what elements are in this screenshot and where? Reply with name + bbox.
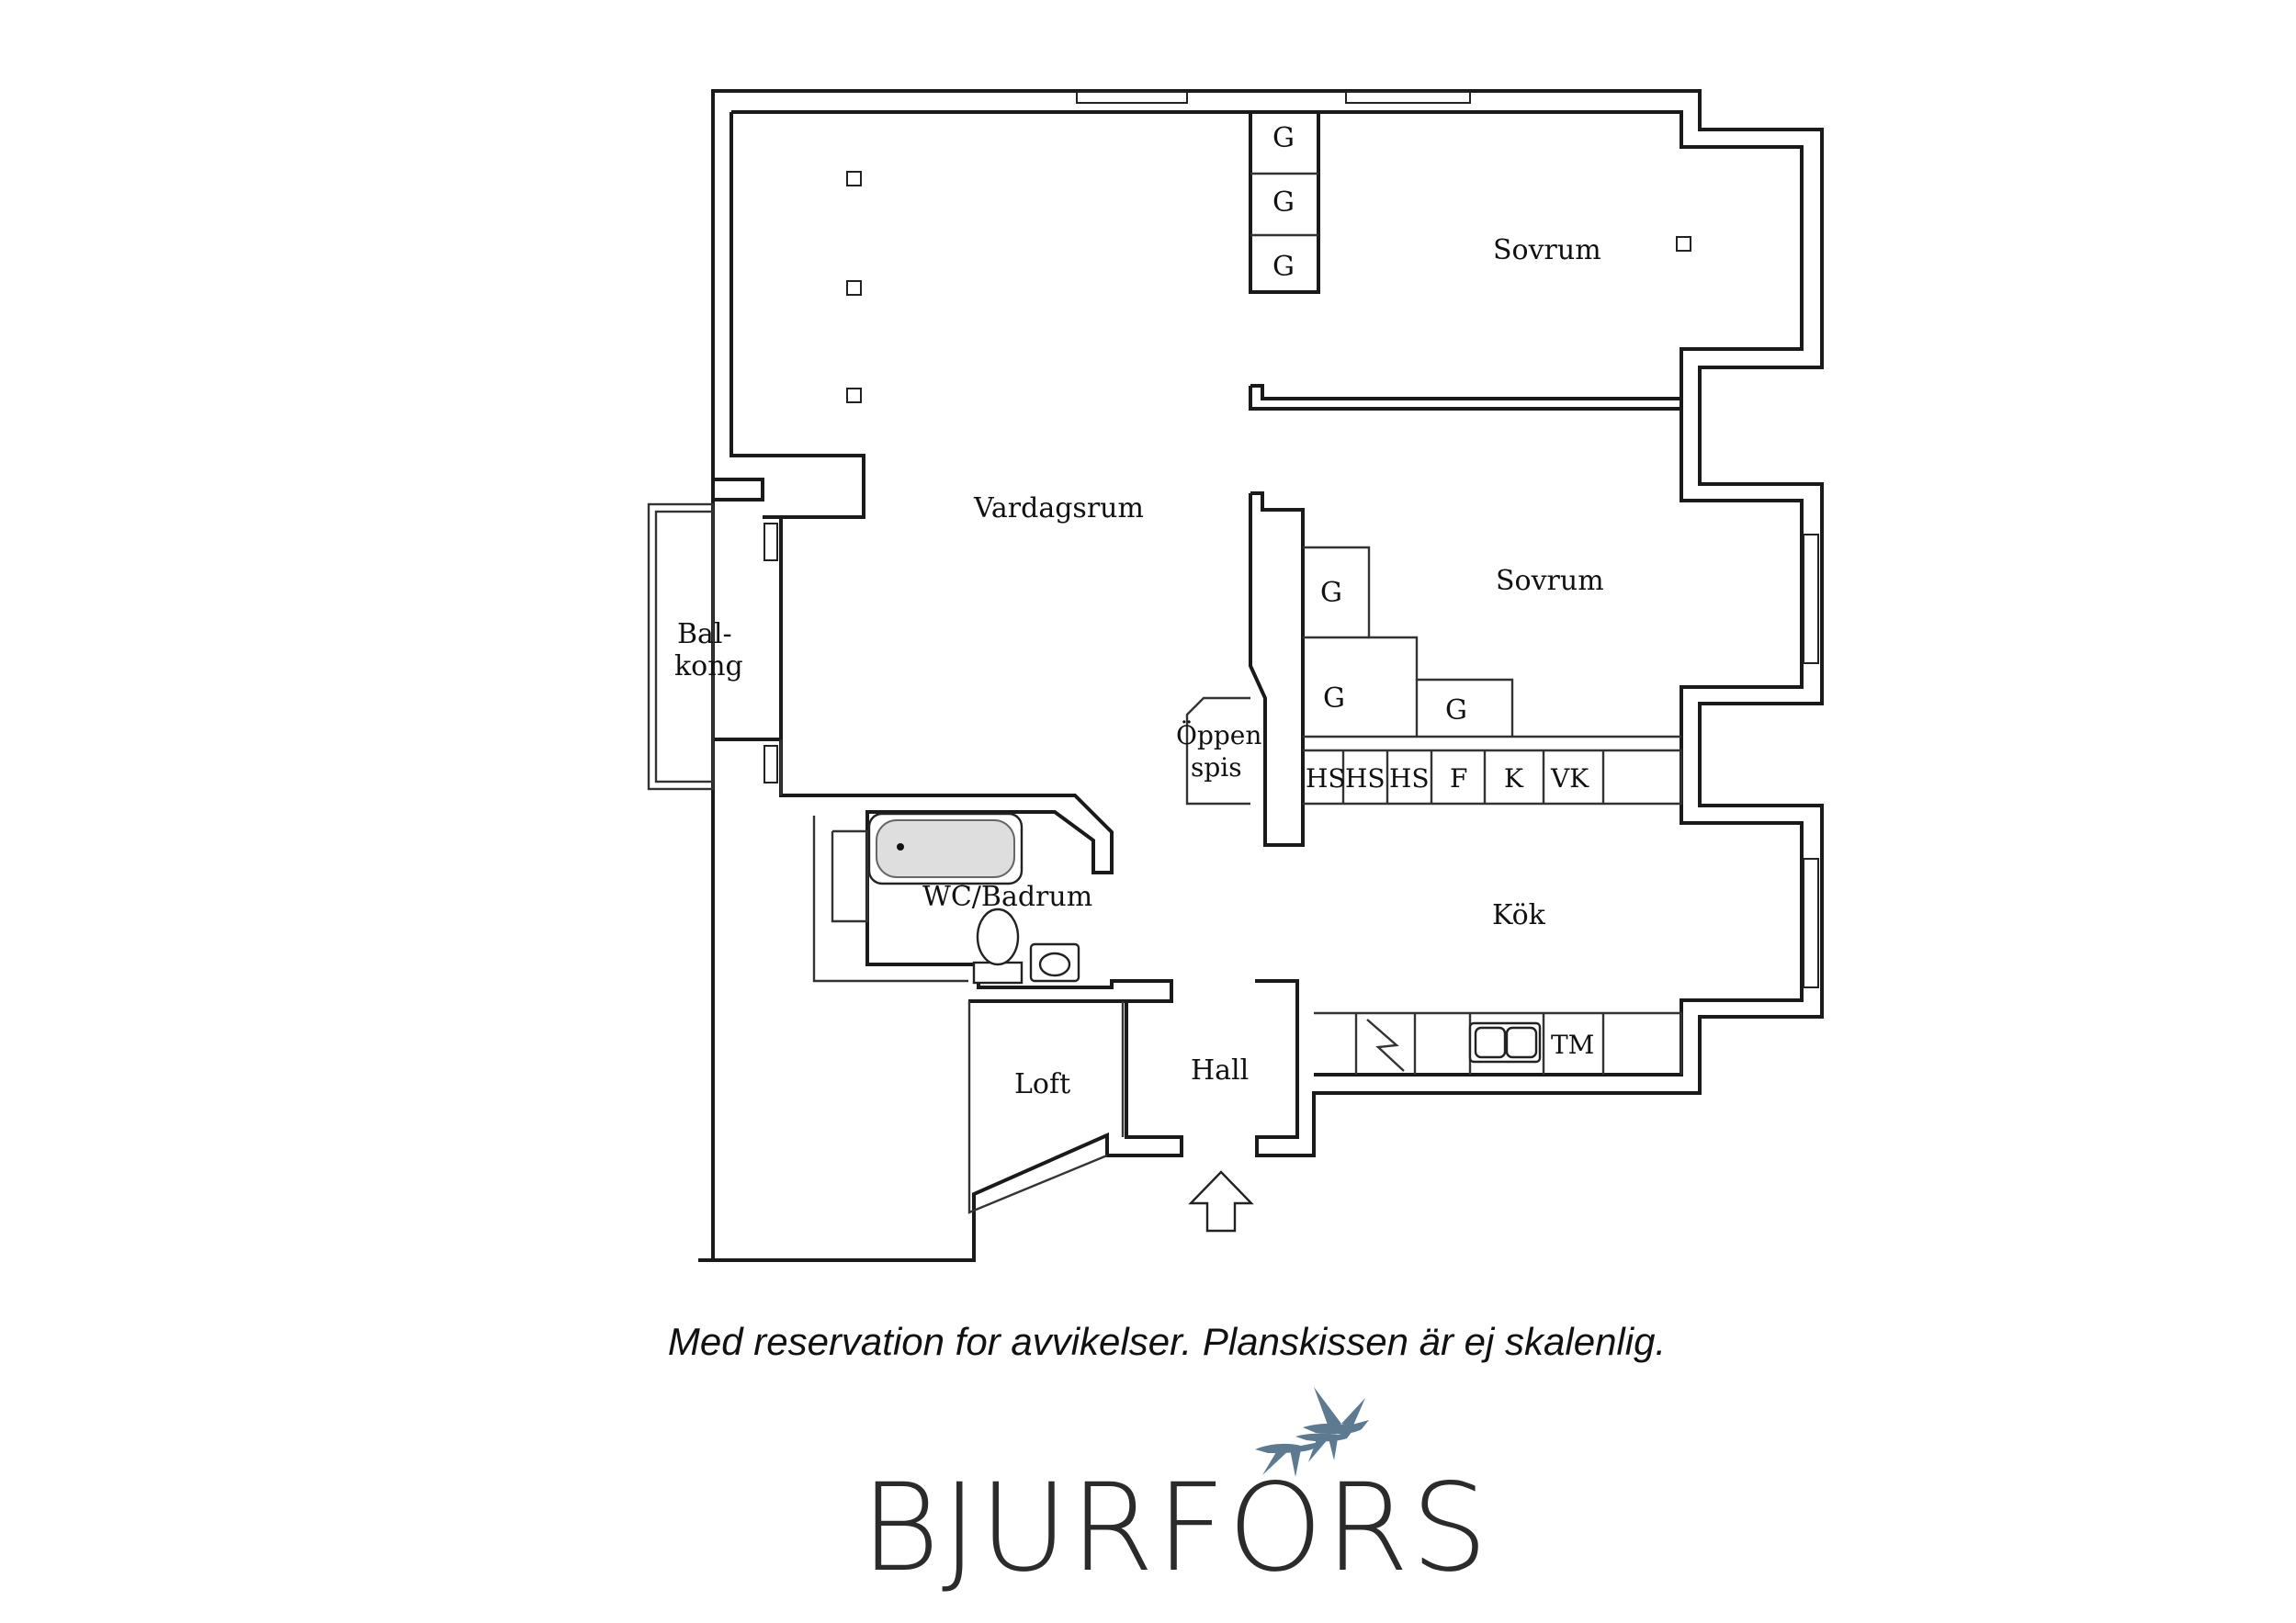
label-cabinet-5: VK <box>1550 763 1589 794</box>
brand-logo-text: BJURFORS <box>860 1458 1490 1599</box>
label-sovrum-1: Sovrum <box>1493 234 1601 266</box>
fixtures <box>846 171 1691 1233</box>
label-g4: G <box>1320 577 1342 609</box>
label-cabinet-1: HS <box>1345 763 1386 794</box>
disclaimer-text: Med reservation for avvikelser. Planskis… <box>667 1320 1667 1363</box>
label-vardagsrum: Vardagsrum <box>973 492 1144 524</box>
birds-logo-icon <box>1255 1387 1369 1477</box>
closet-labels: G G G G G G <box>1272 122 1467 727</box>
label-balkong-2: kong <box>674 650 743 682</box>
label-loft: Loft <box>1014 1068 1070 1100</box>
label-g5: G <box>1323 682 1345 715</box>
label-oppen-spis-1: Öppen <box>1176 719 1261 750</box>
exterior-walls <box>698 89 1824 1262</box>
label-hall: Hall <box>1191 1054 1249 1087</box>
balcony <box>647 502 778 791</box>
label-kok: Kök <box>1492 899 1546 931</box>
label-g6: G <box>1445 694 1467 727</box>
label-cabinet-3: F <box>1450 763 1467 794</box>
label-g1: G <box>1272 122 1295 154</box>
label-wc: WC/Badrum <box>922 881 1092 913</box>
label-balkong-1: Bal- <box>677 618 732 650</box>
label-cabinet-4: K <box>1504 763 1524 794</box>
room-labels: Vardagsrum Sovrum Sovrum Bal- kong Öppen… <box>674 234 1604 1100</box>
label-g2: G <box>1272 186 1295 219</box>
label-cabinet-2: HS <box>1389 763 1430 794</box>
interior-walls <box>779 112 1683 1214</box>
label-sovrum-2: Sovrum <box>1496 565 1604 597</box>
cabinet-labels: HS HS HS F K VK TM <box>1306 763 1594 1060</box>
windows <box>1076 91 1819 988</box>
label-g3: G <box>1272 251 1295 283</box>
label-tm: TM <box>1551 1030 1594 1060</box>
label-cabinet-0: HS <box>1306 763 1346 794</box>
label-oppen-spis-2: spis <box>1191 752 1242 783</box>
